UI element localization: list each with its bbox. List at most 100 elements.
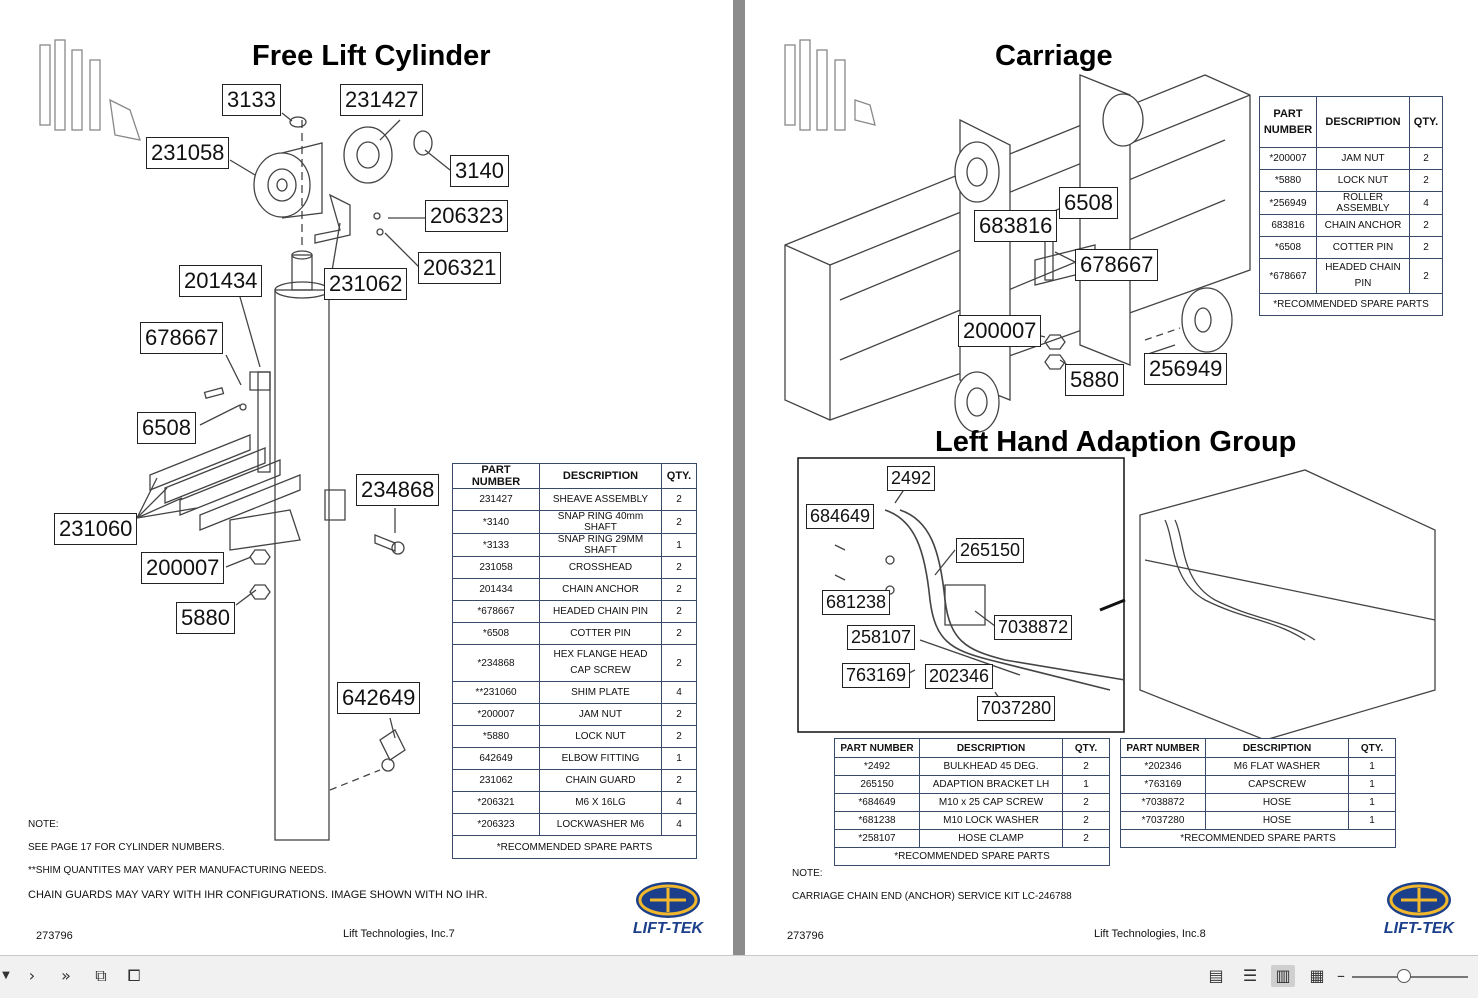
free-lift-cylinder-diagram xyxy=(39,39,451,841)
description: HEX FLANGE HEAD CAP SCREW xyxy=(539,644,662,682)
callout-206321: 206321 xyxy=(418,252,502,284)
callout-265150: 265150 xyxy=(956,538,1025,563)
table-header-row: PART NUMBER DESCRIPTION QTY. xyxy=(1120,738,1396,758)
continuous-view-icon[interactable]: ☰ xyxy=(1242,966,1258,985)
part-number: *7038872 xyxy=(1120,793,1206,812)
single-page-view-icon[interactable]: ▤ xyxy=(1208,966,1224,985)
table-header-row: PART NUMBER DESCRIPTION QTY. xyxy=(452,463,697,489)
description: SNAP RING 29MM SHAFT xyxy=(539,533,662,557)
callout-6508: 6508 xyxy=(1059,187,1118,219)
part-number: *2492 xyxy=(834,757,920,776)
column-header: PART NUMBER xyxy=(452,463,540,489)
description: ELBOW FITTING xyxy=(539,747,662,770)
rotate-view-icon[interactable]: ⧉ xyxy=(95,966,107,985)
description: LOCK NUT xyxy=(1316,169,1410,192)
description: JAM NUT xyxy=(539,703,662,726)
next-page-icon[interactable]: › xyxy=(28,966,36,985)
part-number: 231058 xyxy=(452,556,540,579)
table-footnote: *RECOMMENDED SPARE PARTS xyxy=(1120,829,1396,848)
callout-201434: 201434 xyxy=(179,265,263,297)
callout-678667: 678667 xyxy=(140,322,224,354)
callout-200007: 200007 xyxy=(958,315,1042,347)
qty: 2 xyxy=(1062,829,1110,848)
zoom-out-icon[interactable]: – xyxy=(1337,966,1345,985)
document-page-right: Carriage 6508 683816 678667 200007 5880 … xyxy=(745,0,1478,955)
two-page-view-icon[interactable]: ▥ xyxy=(1271,965,1295,987)
column-header: QTY. xyxy=(1348,738,1396,758)
dropdown-arrow-icon[interactable]: ▼ xyxy=(2,970,10,981)
table-header-row: PART NUMBER DESCRIPTION QTY. xyxy=(834,738,1110,758)
part-number: *6508 xyxy=(1259,236,1317,259)
callout-642649: 642649 xyxy=(337,682,421,714)
description: SNAP RING 40mm SHAFT xyxy=(539,510,662,534)
description: BULKHEAD 45 DEG. xyxy=(919,757,1063,776)
qty: 2 xyxy=(1409,214,1443,237)
callout-3140: 3140 xyxy=(450,155,509,187)
description: CHAIN ANCHOR xyxy=(1316,214,1410,237)
part-number: *681238 xyxy=(834,811,920,830)
table-footnote: *RECOMMENDED SPARE PARTS xyxy=(834,847,1110,866)
document-number: 273796 xyxy=(36,930,73,942)
part-number: *5880 xyxy=(452,725,540,748)
qty: 2 xyxy=(661,769,697,792)
column-header: DESCRIPTION xyxy=(539,463,662,489)
callout-200007: 200007 xyxy=(141,552,225,584)
grid-view-icon[interactable]: ▦ xyxy=(1309,966,1325,985)
part-number: *256949 xyxy=(1259,191,1317,215)
mast-thumbnail xyxy=(784,39,876,131)
lift-tek-logo: LIFT-TEK xyxy=(1381,880,1457,940)
logo-text: LIFT-TEK xyxy=(1383,920,1455,937)
description: HOSE CLAMP xyxy=(919,829,1063,848)
description: SHIM PLATE xyxy=(539,681,662,704)
description: LOCKWASHER M6 xyxy=(539,813,662,836)
qty: 4 xyxy=(661,681,697,704)
callout-231062: 231062 xyxy=(324,268,408,300)
qty: 2 xyxy=(661,703,697,726)
table-header-row: PART NUMBER DESCRIPTION QTY. xyxy=(1259,96,1443,148)
qty: 2 xyxy=(661,510,697,534)
column-header: PART NUMBER xyxy=(834,738,920,758)
callout-231058: 231058 xyxy=(146,137,230,169)
description: ADAPTION BRACKET LH xyxy=(919,775,1063,794)
part-number: 683816 xyxy=(1259,214,1317,237)
callout-3133: 3133 xyxy=(222,84,281,116)
description: CHAIN ANCHOR xyxy=(539,578,662,601)
qty: 2 xyxy=(1062,811,1110,830)
callout-6508: 6508 xyxy=(137,412,196,444)
description: M10 LOCK WASHER xyxy=(919,811,1063,830)
callout-202346: 202346 xyxy=(925,664,994,689)
compare-view-icon[interactable]: ⧠ xyxy=(127,966,141,985)
carriage-and-adaption-diagram xyxy=(784,39,1436,741)
callout-7037280: 7037280 xyxy=(977,696,1056,721)
part-number: *684649 xyxy=(834,793,920,812)
description: CHAIN GUARD xyxy=(539,769,662,792)
column-header: QTY. xyxy=(1409,96,1443,148)
table-footer-row: *RECOMMENDED SPARE PARTS xyxy=(452,835,697,859)
page-footer: Lift Technologies, Inc.7 xyxy=(343,928,455,940)
qty: 2 xyxy=(661,600,697,623)
column-header: QTY. xyxy=(661,463,697,489)
description: LOCK NUT xyxy=(539,725,662,748)
column-header: PART NUMBER xyxy=(1259,96,1317,148)
qty: 1 xyxy=(661,747,697,770)
zoom-slider-thumb[interactable] xyxy=(1397,969,1411,983)
qty: 1 xyxy=(1348,775,1396,794)
last-page-icon[interactable]: » xyxy=(61,966,71,985)
part-number: *763169 xyxy=(1120,775,1206,794)
part-number: *7037280 xyxy=(1120,811,1206,830)
table-footer-row: *RECOMMENDED SPARE PARTS xyxy=(1259,293,1443,316)
callout-5880: 5880 xyxy=(1065,364,1124,396)
